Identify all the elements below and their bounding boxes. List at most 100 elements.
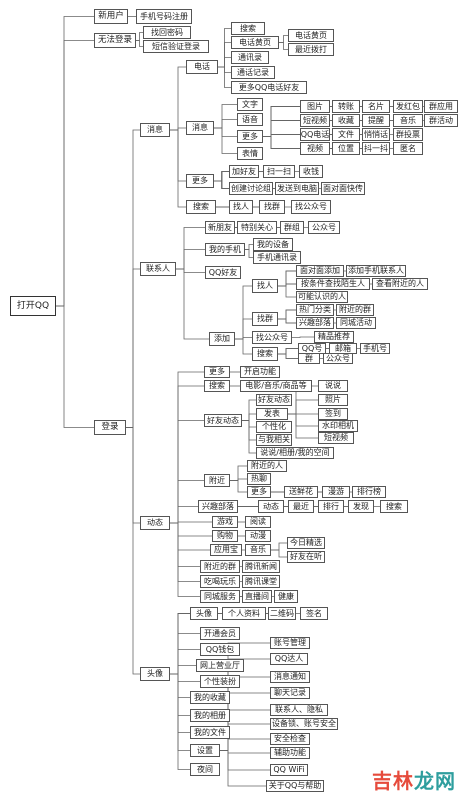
node-2-0-1-2-17: 匿名 bbox=[393, 142, 423, 155]
node-2-0-1-2-3: 发红包 bbox=[393, 100, 423, 113]
node-2-0-1-2-0: 图片 bbox=[300, 100, 330, 113]
node-2-1-3-1: 找群 bbox=[252, 312, 278, 326]
node-2-0-2-1: 扫一扫 bbox=[263, 165, 295, 178]
connector-2-1-3-1-0 bbox=[278, 309, 296, 320]
node-2-0-0-1-1: 最近拨打 bbox=[288, 43, 334, 56]
node-2-2-8-0: 腾讯新闻 bbox=[242, 560, 280, 573]
node-2-0-1-2-6: 收藏 bbox=[332, 114, 360, 127]
connector-2-0-0-4 bbox=[218, 66, 231, 88]
node-2-1-3-2-0: 精品推荐 bbox=[314, 331, 354, 343]
connector-2-3-8 bbox=[170, 673, 190, 698]
node-2: 登录 bbox=[94, 420, 126, 435]
node-2-2-10: 同城服务 bbox=[200, 590, 240, 603]
node-2-3-11-1: QQ达人 bbox=[270, 653, 308, 665]
node-2-1-3-3-3: 群 bbox=[298, 353, 320, 364]
node-2-2-4-4: 搜索 bbox=[380, 500, 408, 513]
connector-2-1-3 bbox=[176, 268, 209, 340]
connector-2-0-0-1-0 bbox=[279, 35, 288, 43]
connector-2-3-11-8 bbox=[220, 750, 270, 771]
connector-2-3-0 bbox=[170, 613, 190, 675]
node-2-0-1: 消息 bbox=[186, 121, 214, 135]
node-2-3-11-9: 关于QQ与帮助 bbox=[266, 780, 324, 792]
node-2-0-1-2-12: 悄悄话 bbox=[362, 128, 390, 141]
connector-2-3 bbox=[126, 427, 140, 675]
node-2-2-5-0: 阅读 bbox=[245, 516, 271, 528]
node-2-3-12: 夜间 bbox=[190, 763, 220, 776]
node-2-2-2-2: 个性化 bbox=[256, 421, 292, 433]
connector-2-3-12 bbox=[170, 673, 190, 770]
node-2-2-10-1: 健康 bbox=[274, 590, 298, 603]
node-2-1-3-0-4: 可能认识的人 bbox=[296, 291, 348, 303]
node-2-1-2: QQ好友 bbox=[205, 266, 241, 279]
node-2-2-3-2: 更多 bbox=[247, 486, 271, 498]
node-2-3-11-2: 消息通知 bbox=[270, 671, 310, 683]
connector-2-1 bbox=[126, 268, 140, 428]
node-2-2-2-1: 发表 bbox=[256, 408, 288, 420]
connector-2-1-3-0 bbox=[235, 285, 252, 340]
node-2-0-2-5: 面对面快传 bbox=[321, 182, 365, 195]
node-2-2-1-0: 电影/音乐/商品等 bbox=[240, 380, 312, 392]
node-2-1-3-1-2: 兴趣部落 bbox=[296, 317, 334, 329]
node-2-1-0-2: 公众号 bbox=[308, 221, 340, 234]
watermark-logo: 吉林龙网 bbox=[372, 769, 456, 793]
node-2-0-2-2: 收钱 bbox=[299, 165, 323, 178]
connector-2 bbox=[56, 305, 94, 428]
node-2-3-6: 网上营业厅 bbox=[196, 659, 244, 672]
connector-2-2-3-0 bbox=[230, 465, 247, 481]
node-2-1-3-3-2: 手机号 bbox=[360, 343, 390, 354]
node-2-1-0-0: 特别关心 bbox=[237, 221, 277, 234]
connector-2-0-2-0 bbox=[214, 171, 229, 182]
connector-2-3-6 bbox=[170, 665, 196, 675]
connector-2-2-6 bbox=[170, 522, 212, 537]
node-2-2-6-0: 动漫 bbox=[245, 530, 271, 542]
node-2-0-1-2-8: 音乐 bbox=[393, 114, 423, 127]
node-2-0-0-1-0: 电话黄页 bbox=[288, 29, 334, 42]
connector-2-2-9 bbox=[170, 522, 200, 582]
connector-2-1-1 bbox=[176, 249, 205, 270]
node-2-2-3-2-2: 排行榜 bbox=[352, 486, 386, 498]
connector-2-3-9 bbox=[170, 673, 190, 716]
connector-2-0-1-2-14 bbox=[263, 136, 300, 149]
node-1: 无法登录 bbox=[94, 33, 136, 48]
connector-2-0-2-3 bbox=[214, 180, 229, 189]
node-2-2-4-3: 发现 bbox=[348, 500, 374, 513]
connector-2-3-7 bbox=[170, 673, 200, 682]
connector-2-1-3-0-4 bbox=[278, 285, 296, 298]
connector-2-0-0-2 bbox=[218, 57, 231, 68]
node-2-0-0-0: 搜索 bbox=[231, 22, 265, 35]
node-1-1: 短信验证登录 bbox=[143, 40, 209, 53]
node-2-1-3-0-0: 面对面添加 bbox=[296, 265, 344, 277]
node-2-0-1-3: 表情 bbox=[237, 147, 263, 160]
node-2-0-0: 电话 bbox=[186, 60, 218, 74]
node-2-2-6: 购物 bbox=[212, 530, 238, 542]
connector-2-3-10 bbox=[170, 673, 190, 733]
connector-2-1-0 bbox=[176, 227, 205, 270]
node-2-1: 联系人 bbox=[140, 262, 176, 276]
node-2-2-3-2-0: 送鲜花 bbox=[284, 486, 318, 498]
connector-2-2-7-0-0 bbox=[271, 542, 287, 551]
connector-2-0-1-3 bbox=[214, 127, 237, 154]
connector-2-2-2-1-3 bbox=[288, 413, 318, 427]
node-2-1-0-1: 群组 bbox=[280, 221, 304, 234]
connector-2-2-2-4 bbox=[242, 420, 256, 454]
node-2-1-3-1-0: 热门分类 bbox=[296, 304, 334, 316]
node-2-0-1-2: 更多 bbox=[237, 130, 263, 143]
node-2-2-2-0: 好友动态 bbox=[256, 394, 292, 406]
node-2-2-7-0: 音乐 bbox=[245, 544, 271, 556]
node-2-2-4-0: 动态 bbox=[258, 500, 284, 513]
node-root: 打开QQ bbox=[10, 296, 56, 316]
node-2-3-5: QQ钱包 bbox=[200, 643, 240, 656]
node-2-3-11-3: 聊天记录 bbox=[270, 687, 310, 699]
node-2-1-3-0-2: 按条件查找陌生人 bbox=[296, 278, 370, 290]
node-2-0-0-1: 电话黄页 bbox=[231, 36, 279, 49]
node-2-1-3-0-3: 查看附近的人 bbox=[372, 278, 428, 290]
node-2-0-1-2-1: 转账 bbox=[332, 100, 360, 113]
node-2-0-1-0: 文字 bbox=[237, 98, 263, 111]
connector-2-1-1-0 bbox=[245, 244, 253, 250]
node-2-2-2-1-3: 水印相机 bbox=[318, 420, 358, 432]
node-0: 新用户 bbox=[94, 9, 128, 24]
node-2-0-1-2-7: 提醒 bbox=[362, 114, 390, 127]
node-2-0-1-2-4: 群应用 bbox=[424, 100, 458, 113]
connector-1-1 bbox=[136, 40, 143, 47]
